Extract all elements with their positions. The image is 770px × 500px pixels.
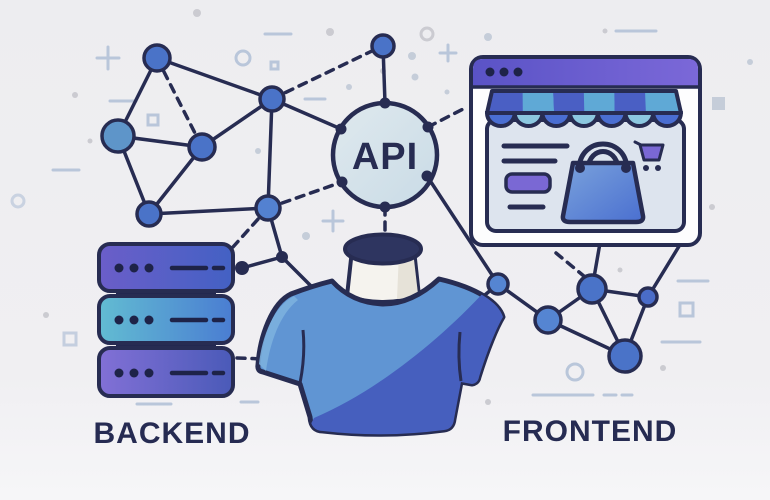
deco-circle-icon bbox=[10, 26, 585, 382]
tshirt-seam bbox=[457, 331, 463, 382]
shopping-cart-icon bbox=[633, 140, 665, 171]
api-label: API bbox=[352, 136, 418, 178]
browser-window bbox=[469, 55, 702, 247]
server-led-dot bbox=[129, 263, 139, 273]
server-led-dot bbox=[129, 315, 139, 325]
server-led-dot bbox=[114, 263, 124, 273]
network-node bbox=[533, 305, 563, 335]
server-led-dot bbox=[144, 368, 154, 378]
backend-label: BACKEND bbox=[94, 417, 251, 450]
bag-handle bbox=[576, 141, 630, 169]
server-led-dot bbox=[144, 263, 154, 273]
tshirt-seam bbox=[298, 329, 306, 384]
mannequin-cap bbox=[343, 232, 423, 266]
network-node bbox=[637, 286, 659, 308]
browser-titlebar bbox=[473, 59, 698, 87]
window-controls-dots bbox=[485, 67, 523, 77]
network-node bbox=[254, 194, 282, 222]
network-node bbox=[100, 118, 136, 154]
server-led-dot bbox=[114, 315, 124, 325]
network-nodes bbox=[100, 33, 659, 374]
deco-line bbox=[51, 29, 710, 406]
deco-dot bbox=[43, 9, 753, 405]
server-led-dot bbox=[144, 315, 154, 325]
network-node bbox=[486, 272, 510, 296]
text-placeholder-lines bbox=[501, 143, 570, 210]
tshirt-sleeve-highlight bbox=[259, 296, 298, 371]
network-node bbox=[187, 132, 217, 162]
frontend-label: FRONTEND bbox=[503, 415, 678, 448]
server-led-dot bbox=[129, 368, 139, 378]
bag-body bbox=[560, 160, 646, 225]
server-led-dot bbox=[114, 368, 124, 378]
connector-dot bbox=[235, 261, 249, 275]
bag-handle-rivet bbox=[575, 163, 585, 173]
bag-handle-rivet bbox=[621, 163, 631, 173]
api-connection-dots bbox=[335, 97, 434, 213]
network-node bbox=[135, 200, 163, 228]
store-awning-icon bbox=[484, 89, 683, 128]
network-node bbox=[576, 273, 608, 305]
network-node bbox=[607, 338, 643, 374]
server-stack-icon bbox=[97, 242, 235, 398]
network-node bbox=[258, 85, 286, 113]
connector-dot bbox=[276, 251, 288, 263]
server-unit-middle bbox=[97, 294, 235, 345]
api-node: API bbox=[330, 97, 440, 213]
ui-button-placeholder bbox=[504, 172, 552, 194]
network-node bbox=[142, 43, 172, 73]
tshirt-illustration bbox=[255, 232, 506, 437]
deco-square-icon bbox=[62, 60, 725, 347]
decorative-background-shapes bbox=[10, 9, 753, 406]
server-unit-bottom bbox=[97, 346, 235, 398]
network-node bbox=[370, 33, 396, 59]
server-unit-top bbox=[97, 242, 235, 293]
shopping-bag-icon bbox=[560, 141, 646, 225]
